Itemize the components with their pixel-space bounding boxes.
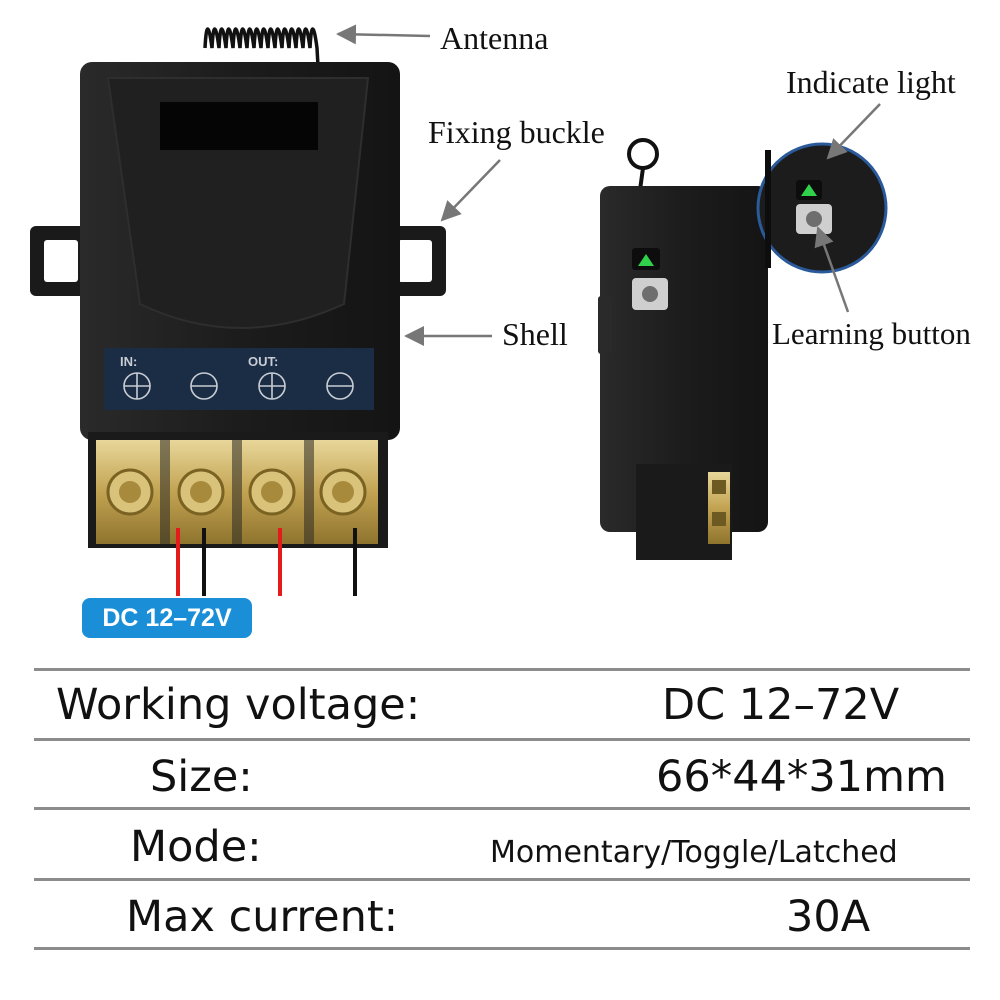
wires (176, 528, 357, 596)
callout-fixing-buckle: Fixing buckle (428, 114, 605, 150)
fixing-buckle-left (30, 226, 92, 296)
side-indicator-led (638, 254, 654, 266)
side-clip (598, 296, 612, 354)
terminal-screw-1 (106, 468, 154, 516)
table-rule (34, 738, 970, 741)
terminal-screw-2 (177, 468, 225, 516)
terminal-screw-3 (248, 468, 296, 516)
spec-label-working-voltage: Working voltage: (56, 680, 421, 730)
terminal-block (88, 432, 388, 548)
plus-symbol-in (123, 372, 151, 400)
table-rule (34, 947, 970, 950)
plus-symbol-out (258, 372, 286, 400)
spec-value-working-voltage: DC 12–72V (662, 680, 900, 730)
arrow-indicate-light (826, 103, 881, 160)
arrow-learning-button (814, 226, 850, 313)
spec-value-max-current: 30A (786, 892, 871, 942)
spec-value-mode: Momentary/Toggle/Latched (490, 835, 898, 870)
label-in: IN: (120, 354, 137, 369)
zoomed-indicator-led (801, 184, 817, 196)
side-shell (598, 186, 768, 532)
callout-shell: Shell (502, 316, 568, 352)
label-out: OUT: (248, 354, 278, 369)
arrow-fixing-buckle (440, 159, 501, 222)
table-rule (34, 878, 970, 881)
callout-antenna: Antenna (440, 20, 549, 56)
table-rule (34, 668, 970, 671)
arrow-antenna (336, 24, 431, 45)
side-terminal-block (636, 464, 732, 560)
voltage-badge: DC 12–72V (82, 598, 252, 638)
relay-module-illustration: IN: OUT: (30, 24, 888, 596)
front-shell (80, 62, 400, 440)
spec-label-size: Size: (150, 752, 253, 802)
spec-label-mode: Mode: (130, 822, 262, 872)
callout-indicate-light: Indicate light (786, 64, 956, 100)
callout-arrows (336, 24, 881, 346)
antenna-coil (203, 27, 320, 67)
front-label-window (160, 102, 318, 150)
spec-label-max-current: Max current: (126, 892, 399, 942)
spec-value-size: 66*44*31mm (656, 752, 947, 802)
side-antenna-loop (627, 138, 659, 191)
minus-symbol-in (190, 372, 218, 400)
terminal-screw-4 (319, 468, 367, 516)
terminal-label-plate: IN: OUT: (104, 348, 374, 410)
minus-symbol-out (326, 372, 354, 400)
table-rule (34, 807, 970, 810)
detail-magnifier (756, 142, 888, 274)
callout-learning-button: Learning button (772, 316, 971, 351)
